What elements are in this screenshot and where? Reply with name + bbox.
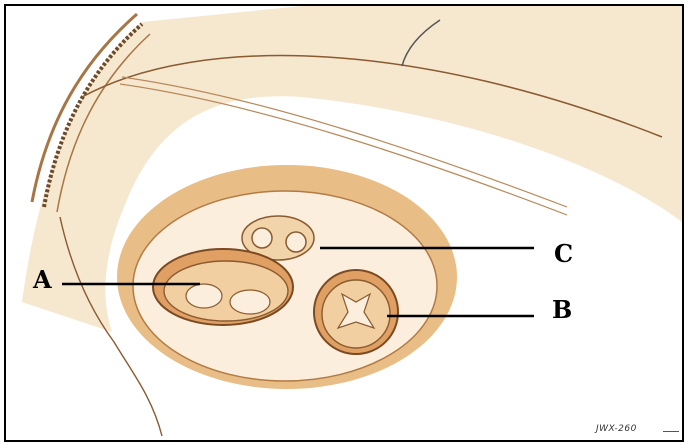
figure-frame: A B C JWX-260 [4, 4, 684, 442]
callout-label-c: C [554, 242, 573, 266]
callout-label-a: A [33, 268, 52, 292]
switch-button-right [230, 290, 270, 314]
socket-right [286, 232, 306, 252]
callout-label-b: B [552, 298, 572, 322]
trim-panel-illustration [6, 6, 682, 440]
large-switch-bezel [164, 261, 288, 321]
reference-rule [663, 431, 679, 432]
switch-button-left [186, 284, 222, 308]
figure-reference-code: JWX-260 [596, 424, 637, 434]
socket-left [252, 228, 272, 248]
